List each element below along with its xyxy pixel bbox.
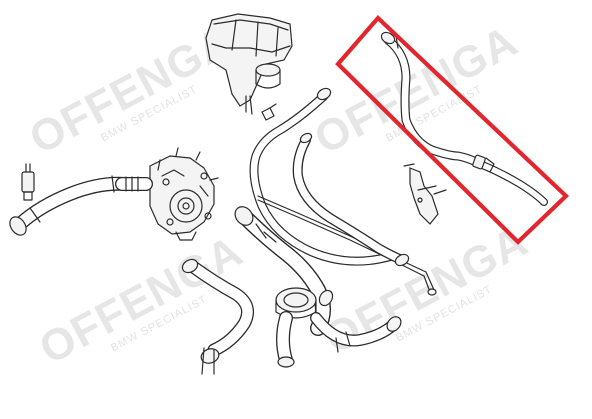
mounting-bracket (403, 163, 447, 225)
expansion-tank (205, 13, 293, 115)
hose-engine-return (181, 258, 255, 375)
thermostat-housing (275, 287, 334, 319)
hose-heater-return (292, 132, 410, 267)
watermark-bottom-left: OFFENGA BMW SPECIALIST (32, 226, 251, 374)
highlight-box (335, 14, 570, 245)
temperature-sensor (21, 163, 35, 201)
hose-thermostat-outlet (276, 311, 295, 368)
hose-radiator-lower (9, 175, 133, 236)
water-pump (149, 147, 219, 241)
hose-tank-feed (249, 87, 397, 266)
hose-connector-short (115, 176, 153, 192)
hose-highlighted (380, 31, 548, 206)
hose-bypass (310, 312, 402, 353)
watermark-middle: OFFENGA BMW SPECIALIST (307, 16, 526, 164)
hose-clip (261, 103, 277, 121)
hose-radiator-upper (234, 206, 331, 336)
